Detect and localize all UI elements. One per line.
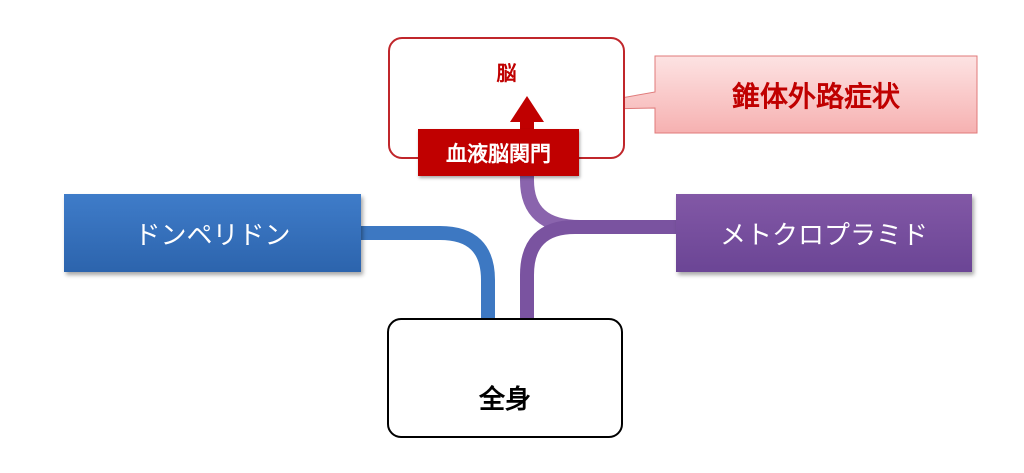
side-effect-callout-shape bbox=[552, 55, 978, 134]
domperidone-to-body-arrow bbox=[361, 226, 495, 330]
domperidone-label: ドンペリドン bbox=[134, 220, 291, 251]
brain-label: 脳 bbox=[496, 61, 517, 85]
domperidone-box: ドンペリドン bbox=[64, 194, 361, 272]
side-effect-label: 錐体外路症状 bbox=[731, 79, 900, 113]
bbb-text: 血液脳関門 bbox=[446, 141, 551, 166]
metoclopramide-label: メトクロプラミド bbox=[719, 220, 928, 251]
whole-body-label: 全身 bbox=[478, 385, 531, 415]
whole-body-node: 全身 bbox=[387, 318, 623, 438]
blood-brain-barrier-label: 血液脳関門 bbox=[418, 129, 579, 176]
metoclopramide-to-body-arrow bbox=[520, 220, 676, 330]
metoclopramide-box: メトクロプラミド bbox=[676, 194, 972, 272]
side-effect-callout: 錐体外路症状 bbox=[655, 56, 977, 133]
